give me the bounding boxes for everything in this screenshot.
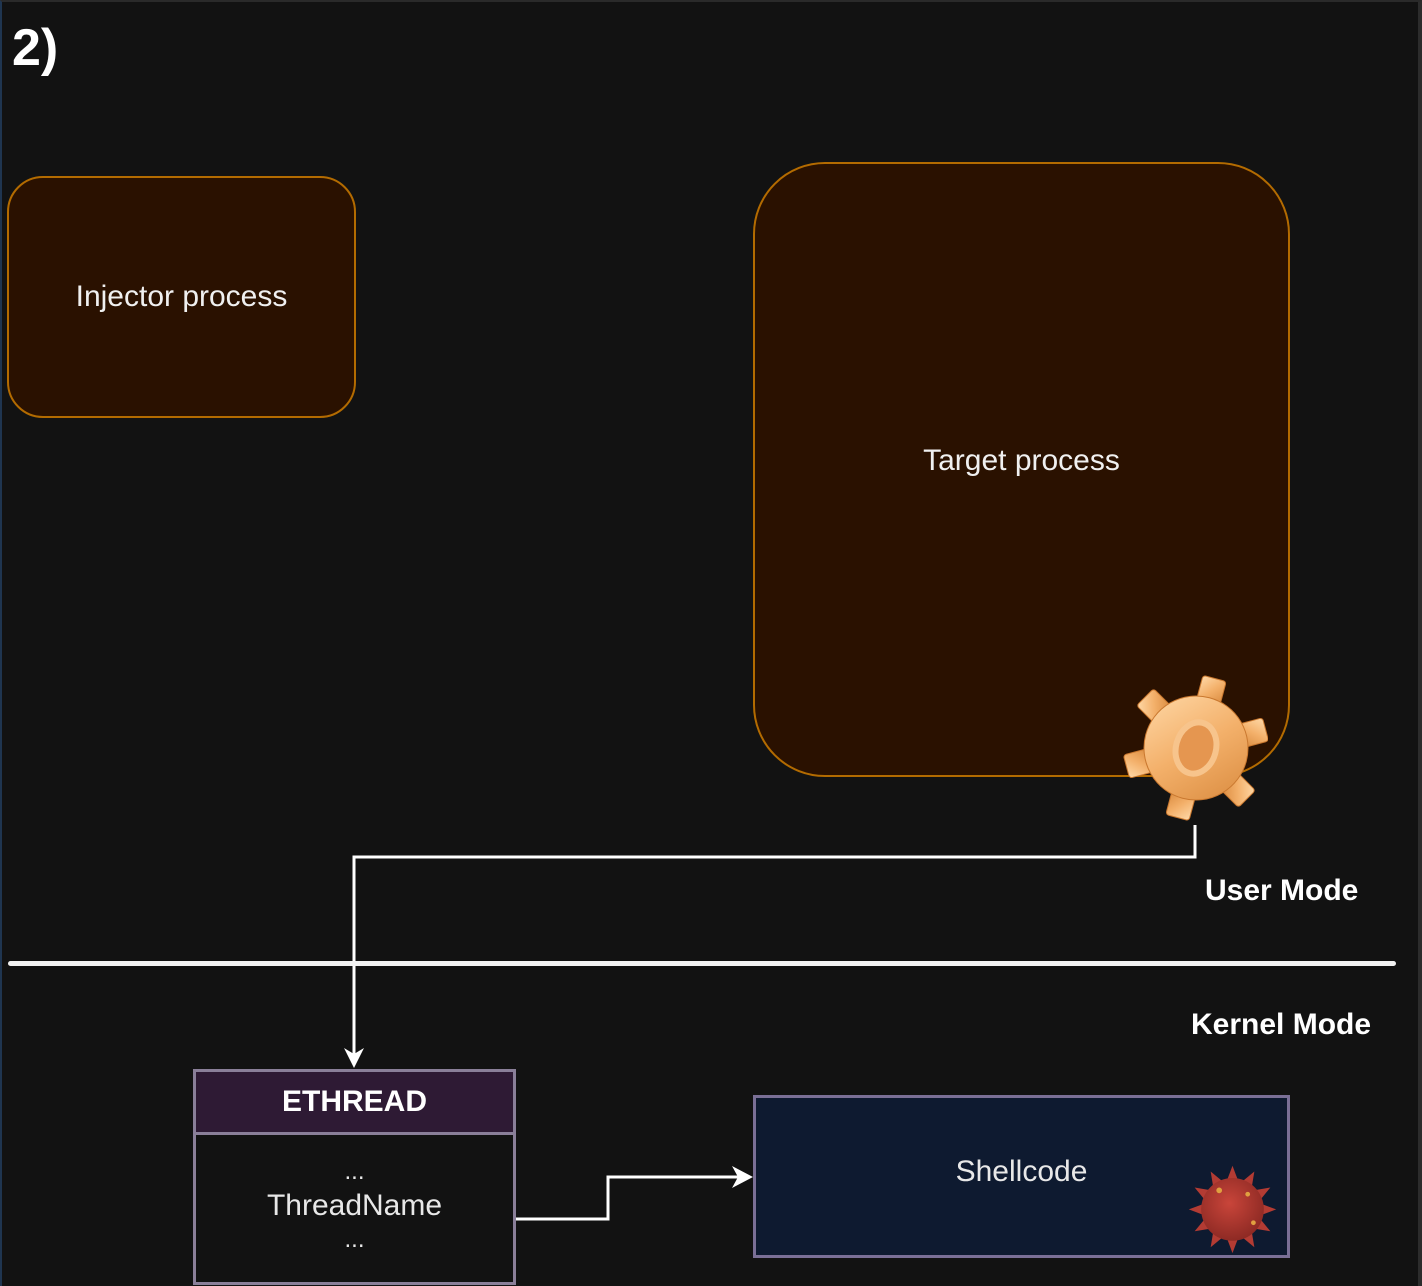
virus-icon [1188, 1165, 1277, 1254]
ethread-fields: ... ThreadName ... [196, 1135, 513, 1255]
injector-process-label: Injector process [75, 280, 288, 313]
injector-process-node[interactable]: Injector process [7, 176, 356, 418]
edge-thread-to-ethread-arrowhead [344, 1048, 364, 1068]
kernel-mode-label: Kernel Mode [1191, 1008, 1372, 1041]
edge-thread-to-ethread [352, 825, 1197, 1060]
step-label: 2) [12, 19, 59, 77]
target-process-label: Target process [923, 443, 1120, 477]
gear-icon [1123, 675, 1268, 821]
shellcode-label: Shellcode [955, 1154, 1088, 1188]
shellcode-node[interactable]: Shellcode [753, 1095, 1290, 1258]
user-mode-label: User Mode [1205, 874, 1359, 907]
ethread-field-ellipsis-top: ... [344, 1158, 365, 1185]
edge-threadname-to-shellcode [461, 1175, 740, 1221]
target-process-node[interactable]: Target process [753, 162, 1290, 777]
ethread-struct-node[interactable]: ETHREAD ... ThreadName ... [193, 1069, 516, 1285]
user-kernel-divider [8, 961, 1396, 966]
ethread-header: ETHREAD [196, 1072, 513, 1135]
edge-threadname-to-shellcode-arrowhead [732, 1166, 753, 1188]
ethread-field-threadname[interactable]: ThreadName [266, 1189, 443, 1222]
ethread-field-ellipsis-bottom: ... [344, 1226, 365, 1253]
